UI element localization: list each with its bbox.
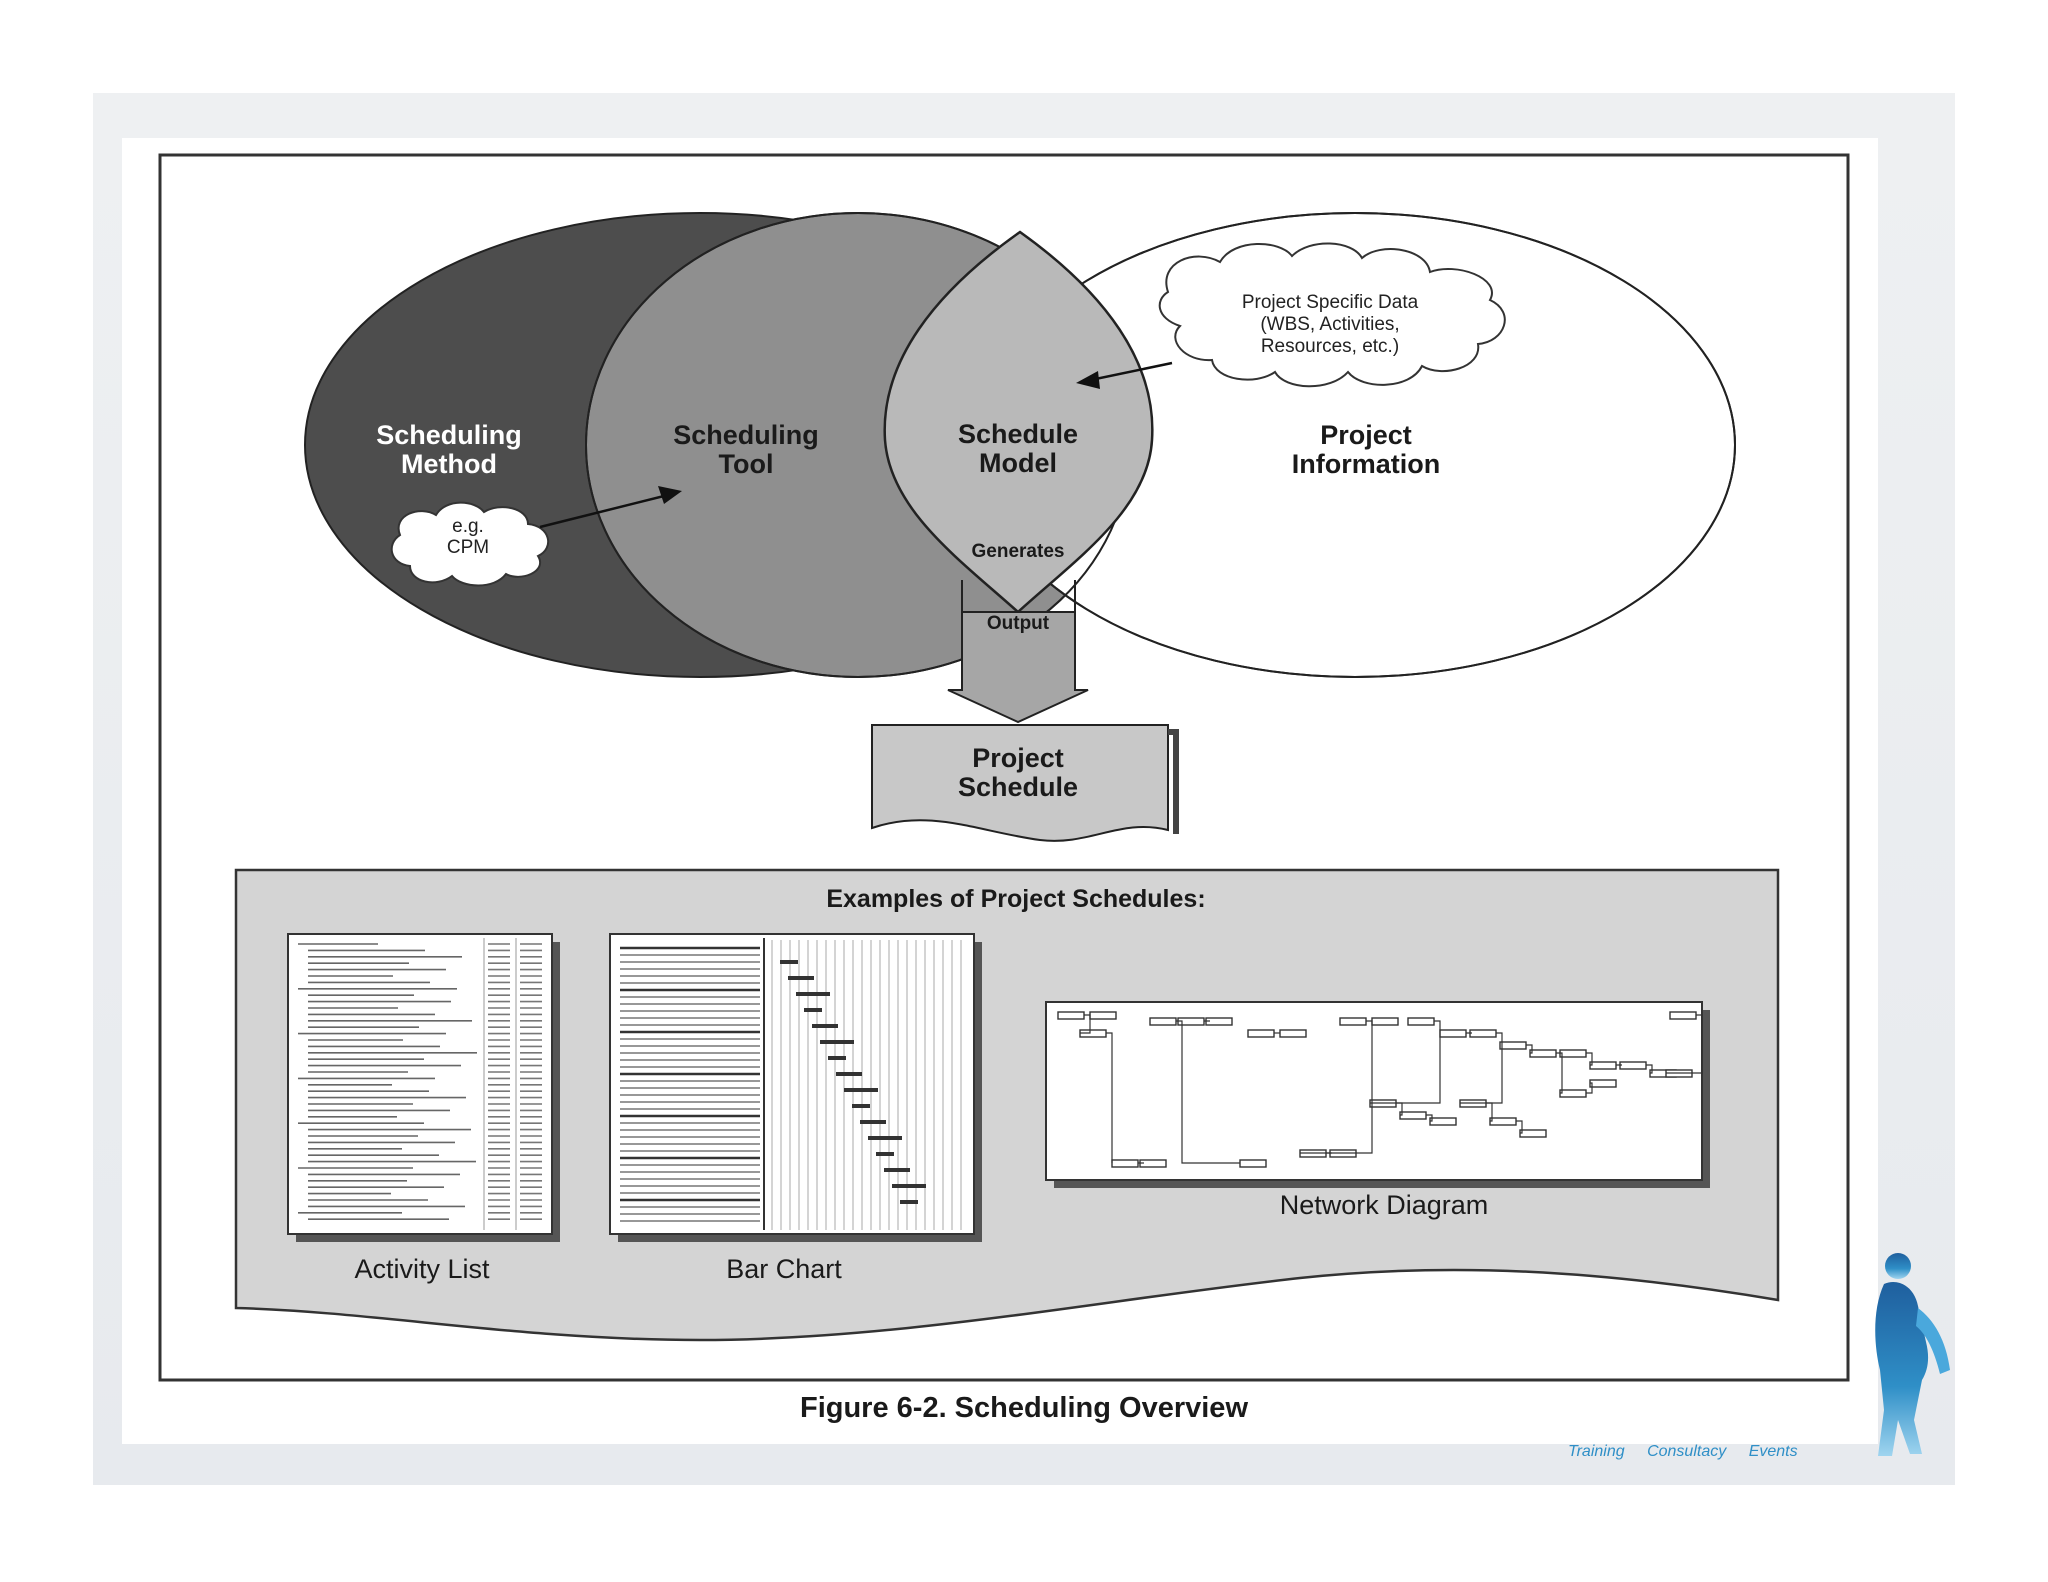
footer-training: Training	[1568, 1443, 1625, 1460]
project-data-label-3: Resources, etc.)	[1261, 336, 1399, 357]
schedule-doc-label-1: Project	[972, 743, 1064, 773]
output-arrow	[947, 611, 1089, 724]
schedule-doc-label-2: Schedule	[958, 772, 1078, 802]
cpm-example-cloud	[390, 501, 550, 587]
project-data-arrow	[1085, 361, 1173, 383]
footer-events: Events	[1748, 1443, 1798, 1460]
output-label: Output	[987, 613, 1050, 634]
information-label-1: Project	[1320, 420, 1412, 450]
tool-label-1: Scheduling	[673, 420, 819, 450]
project-schedule-document	[871, 724, 1169, 842]
network-diagram-label: Network Diagram	[1280, 1190, 1489, 1220]
footer-tagline: Training Consultacy Events	[1568, 1443, 1798, 1461]
cpm-arrow	[539, 492, 673, 529]
walking-person-logo	[1875, 1253, 1950, 1456]
tool-label-2: Tool	[719, 449, 774, 479]
cpm-label-2: CPM	[447, 537, 489, 558]
footer-consultacy: Consultacy	[1647, 1443, 1727, 1460]
model-label-1: Schedule	[958, 419, 1078, 449]
project-data-label-2: (WBS, Activities,	[1260, 314, 1399, 335]
network-diagram-thumbnail	[1045, 1001, 1710, 1188]
examples-title: Examples of Project Schedules:	[826, 885, 1205, 913]
bar-chart-label: Bar Chart	[726, 1254, 842, 1284]
model-label-2: Model	[979, 448, 1057, 478]
method-label-2: Method	[401, 449, 497, 479]
cpm-label-1: e.g.	[452, 516, 484, 537]
project-data-label-1: Project Specific Data	[1242, 292, 1419, 313]
method-label-1: Scheduling	[376, 420, 522, 450]
bar-chart-thumbnail	[609, 933, 982, 1242]
project-data-cloud	[1158, 242, 1506, 388]
generates-label: Generates	[972, 541, 1065, 562]
information-label-2: Information	[1292, 449, 1441, 479]
activity-list-label: Activity List	[354, 1254, 490, 1284]
activity-list-thumbnail	[287, 933, 560, 1242]
figure-caption: Figure 6-2. Scheduling Overview	[799, 1392, 1248, 1424]
